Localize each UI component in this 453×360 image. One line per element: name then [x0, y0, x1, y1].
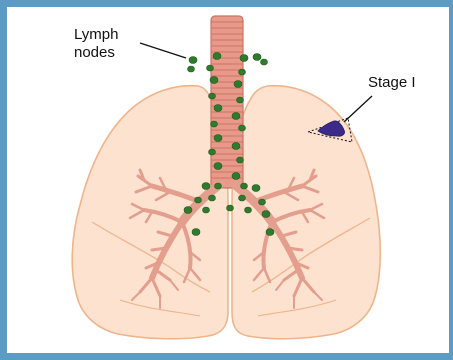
lymph-node-icon [195, 197, 202, 203]
lymph-node-icon [192, 229, 200, 236]
lymph-node-icon [203, 207, 210, 213]
lymph-node-icon [239, 69, 246, 75]
lymph-node-icon [207, 65, 214, 71]
lymph-nodes-pointer [140, 43, 186, 58]
lymph-node-icon [239, 125, 246, 131]
lymph-node-icon [211, 121, 218, 127]
lymph-node-icon [266, 229, 274, 236]
lymph-node-icon [209, 149, 216, 155]
stage-label: Stage I [368, 74, 416, 92]
lymph-node-icon [240, 55, 248, 62]
lymph-node-icon [215, 183, 222, 189]
lymph-nodes-label-line1: Lymph [74, 26, 118, 43]
lymph-node-icon [232, 113, 240, 120]
lymph-node-icon [213, 53, 221, 60]
lymph-node-icon [184, 207, 192, 214]
lymph-node-icon [214, 135, 222, 142]
lymph-node-icon [262, 211, 270, 218]
lymph-node-icon [227, 205, 234, 211]
lymph-node-icon [214, 105, 222, 112]
lymph-node-icon [241, 183, 248, 189]
lymph-node-icon [261, 59, 268, 65]
lymph-node-icon [253, 54, 261, 61]
lymph-node-icon [209, 195, 216, 201]
lymph-node-icon [239, 195, 246, 201]
lymph-node-icon [188, 66, 195, 72]
lymph-node-icon [232, 143, 240, 150]
lymph-node-icon [237, 157, 244, 163]
lymph-nodes-label: Lymph nodes [74, 26, 144, 62]
lymph-node-icon [214, 163, 222, 170]
lymph-node-icon [245, 207, 252, 213]
lymph-node-icon [202, 183, 210, 190]
lymph-node-icon [210, 77, 218, 84]
lymph-node-icon [232, 173, 240, 180]
lymph-node-icon [189, 57, 197, 64]
lymph-node-icon [234, 81, 242, 88]
lymph-nodes-label-line2: nodes [74, 44, 115, 61]
lymph-node-icon [252, 185, 260, 192]
lymph-node-icon [209, 93, 216, 99]
stage-pointer [344, 96, 372, 122]
lymph-node-icon [259, 199, 266, 205]
lymph-node-icon [237, 97, 244, 103]
